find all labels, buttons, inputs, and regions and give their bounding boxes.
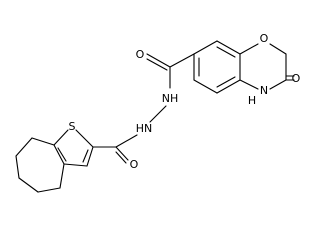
upper-amide-bonds xyxy=(146,53,195,89)
bond xyxy=(75,129,94,148)
nh-upper-label: NH xyxy=(162,92,179,105)
bond xyxy=(57,147,67,162)
atom-labels: O O N H O NH HN O S xyxy=(69,32,300,171)
lower-amide-bonds xyxy=(92,134,138,164)
oxygen-ketone-label: O xyxy=(292,72,300,85)
bond xyxy=(37,187,61,193)
bond xyxy=(115,151,127,164)
hydrazide-bond xyxy=(149,105,167,123)
cycloheptane-bonds xyxy=(15,137,65,193)
bond xyxy=(146,53,171,68)
bond xyxy=(31,137,55,146)
bond xyxy=(216,40,241,55)
bond xyxy=(193,40,218,55)
sulfur-thiophene-label: S xyxy=(69,120,76,133)
thiophene-bonds xyxy=(53,129,94,167)
bond xyxy=(15,155,20,179)
bond xyxy=(216,79,241,94)
bond xyxy=(53,129,69,146)
bond xyxy=(193,79,218,94)
bond xyxy=(53,144,65,165)
hn-lower-label: HN xyxy=(136,122,153,135)
benzoxazinone-bonds xyxy=(193,40,295,94)
bond xyxy=(82,149,89,163)
bond xyxy=(59,163,65,189)
bond xyxy=(269,79,287,90)
bond xyxy=(269,43,287,55)
hydrogen-ring-label: H xyxy=(248,94,256,107)
oxygen-lower-amide-label: O xyxy=(130,158,139,171)
bond xyxy=(115,146,129,161)
bond xyxy=(115,134,138,148)
bond xyxy=(146,58,168,71)
bond xyxy=(15,137,33,157)
nitrogen-ring-label: N xyxy=(260,84,268,97)
bond xyxy=(169,53,195,68)
bond xyxy=(216,76,236,88)
bond xyxy=(239,43,259,55)
oxygen-ring-label: O xyxy=(260,32,269,45)
bond xyxy=(63,163,88,167)
oxygen-upper-amide-label: O xyxy=(136,48,145,61)
bond xyxy=(216,46,236,58)
molecule-structure: O O N H O NH HN O S xyxy=(15,32,300,193)
bond xyxy=(18,177,39,193)
bond xyxy=(86,146,94,167)
bond xyxy=(239,79,259,90)
